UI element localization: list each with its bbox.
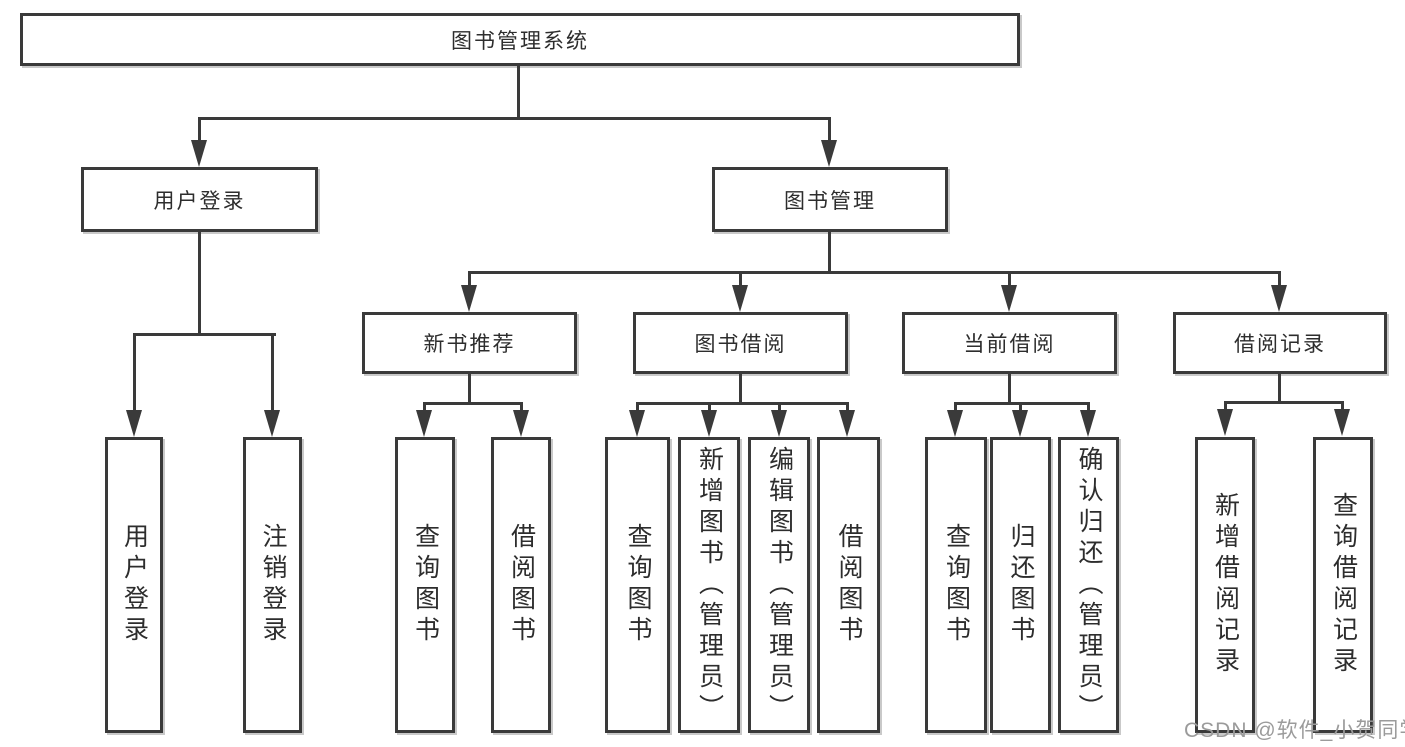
arrow-down-icon [821, 140, 837, 167]
node-borrow-records: 借阅记录 [1173, 312, 1387, 374]
arrow-down-icon [191, 140, 207, 167]
node-label: 图书管理 [784, 189, 876, 213]
connector-line [828, 232, 831, 274]
leaf-return-books: 归还图书 [990, 437, 1051, 733]
connector-line [1278, 374, 1281, 404]
leaf-add-books-admin: 新增图书（管理员） [678, 437, 740, 733]
node-label: 查询借阅记录 [1329, 492, 1358, 678]
connector-line [1019, 402, 1022, 412]
node-label: 当前借阅 [963, 333, 1056, 356]
connector-line [423, 402, 426, 412]
arrow-down-icon [1001, 285, 1017, 312]
node-label: 查询图书 [942, 523, 971, 647]
node-current-borrowing: 当前借阅 [902, 312, 1117, 374]
node-label: 确认归还（管理员） [1075, 445, 1103, 725]
arrow-down-icon [1217, 409, 1233, 436]
arrow-down-icon [1271, 285, 1287, 312]
node-label: 用户登录 [120, 523, 149, 647]
node-label: 编辑图书（管理员） [765, 445, 794, 725]
node-label: 新增图书（管理员） [695, 445, 724, 725]
connector-line [954, 402, 1090, 405]
connector-line [1341, 401, 1344, 411]
connector-line [1278, 271, 1281, 287]
node-root: 图书管理系统 [20, 13, 1020, 66]
arrow-down-icon [629, 410, 645, 437]
leaf-query-books: 查询图书 [605, 437, 670, 733]
connector-line [739, 271, 742, 287]
arrow-down-icon [264, 410, 280, 437]
connector-line [517, 64, 520, 119]
node-label: 新增借阅记录 [1211, 492, 1240, 678]
node-book-borrowing: 图书借阅 [633, 312, 848, 374]
leaf-borrow-books: 借阅图书 [491, 437, 551, 733]
connector-line [198, 117, 201, 143]
node-new-book-recommend: 新书推荐 [362, 312, 577, 374]
connector-line [520, 402, 523, 412]
connector-line [778, 402, 781, 412]
connector-line [1224, 401, 1344, 404]
connector-line [954, 402, 957, 412]
connector-line [271, 333, 274, 411]
arrow-down-icon [513, 410, 529, 437]
arrow-down-icon [947, 410, 963, 437]
connector-line [198, 232, 201, 336]
connector-line [468, 271, 1280, 274]
leaf-query-books: 查询图书 [925, 437, 987, 733]
arrow-down-icon [1080, 410, 1096, 437]
leaf-confirm-return-admin: 确认归还（管理员） [1058, 437, 1119, 733]
connector-line [133, 333, 136, 411]
node-label: 借阅记录 [1234, 333, 1326, 356]
connector-line [468, 374, 471, 405]
connector-line [636, 402, 639, 412]
node-label: 查询图书 [624, 523, 652, 647]
leaf-add-borrow-record: 新增借阅记录 [1195, 437, 1255, 733]
connector-line [708, 402, 711, 412]
connector-line [636, 402, 849, 405]
connector-line [1224, 401, 1227, 411]
arrow-down-icon [1012, 410, 1028, 437]
connector-line [423, 402, 523, 405]
leaf-logout: 注销登录 [243, 437, 302, 733]
node-label: 新书推荐 [423, 333, 516, 356]
node-label: 图书管理系统 [451, 29, 589, 53]
connector-line [198, 117, 831, 120]
node-label: 归还图书 [1007, 523, 1035, 647]
connector-line [1008, 271, 1011, 287]
node-label: 借阅图书 [507, 523, 536, 647]
leaf-borrow-books: 借阅图书 [817, 437, 880, 733]
connector-line [1008, 374, 1011, 405]
node-label: 用户登录 [153, 189, 246, 213]
node-label: 图书借阅 [694, 333, 787, 356]
connector-line [739, 374, 742, 405]
leaf-user-login: 用户登录 [105, 437, 163, 733]
connector-line [828, 117, 831, 143]
leaf-query-books: 查询图书 [395, 437, 455, 733]
connector-line [468, 271, 471, 287]
leaf-edit-books-admin: 编辑图书（管理员） [748, 437, 810, 733]
node-label: 借阅图书 [835, 523, 863, 647]
arrow-down-icon [461, 285, 477, 312]
arrow-down-icon [701, 410, 717, 437]
arrow-down-icon [416, 410, 432, 437]
arrow-down-icon [1334, 409, 1350, 436]
node-user-login: 用户登录 [81, 167, 318, 232]
connector-line [133, 333, 276, 336]
arrow-down-icon [839, 410, 855, 437]
node-label: 查询图书 [411, 523, 440, 647]
arrow-down-icon [126, 410, 142, 437]
node-label: 注销登录 [259, 523, 287, 647]
leaf-query-borrow-record: 查询借阅记录 [1313, 437, 1373, 733]
connector-line [846, 402, 849, 412]
watermark-text: CSDN @软件_小贺同学 [1184, 719, 1405, 742]
arrow-down-icon [771, 410, 787, 437]
arrow-down-icon [732, 285, 748, 312]
node-book-management: 图书管理 [712, 167, 948, 232]
connector-line [1087, 402, 1090, 412]
